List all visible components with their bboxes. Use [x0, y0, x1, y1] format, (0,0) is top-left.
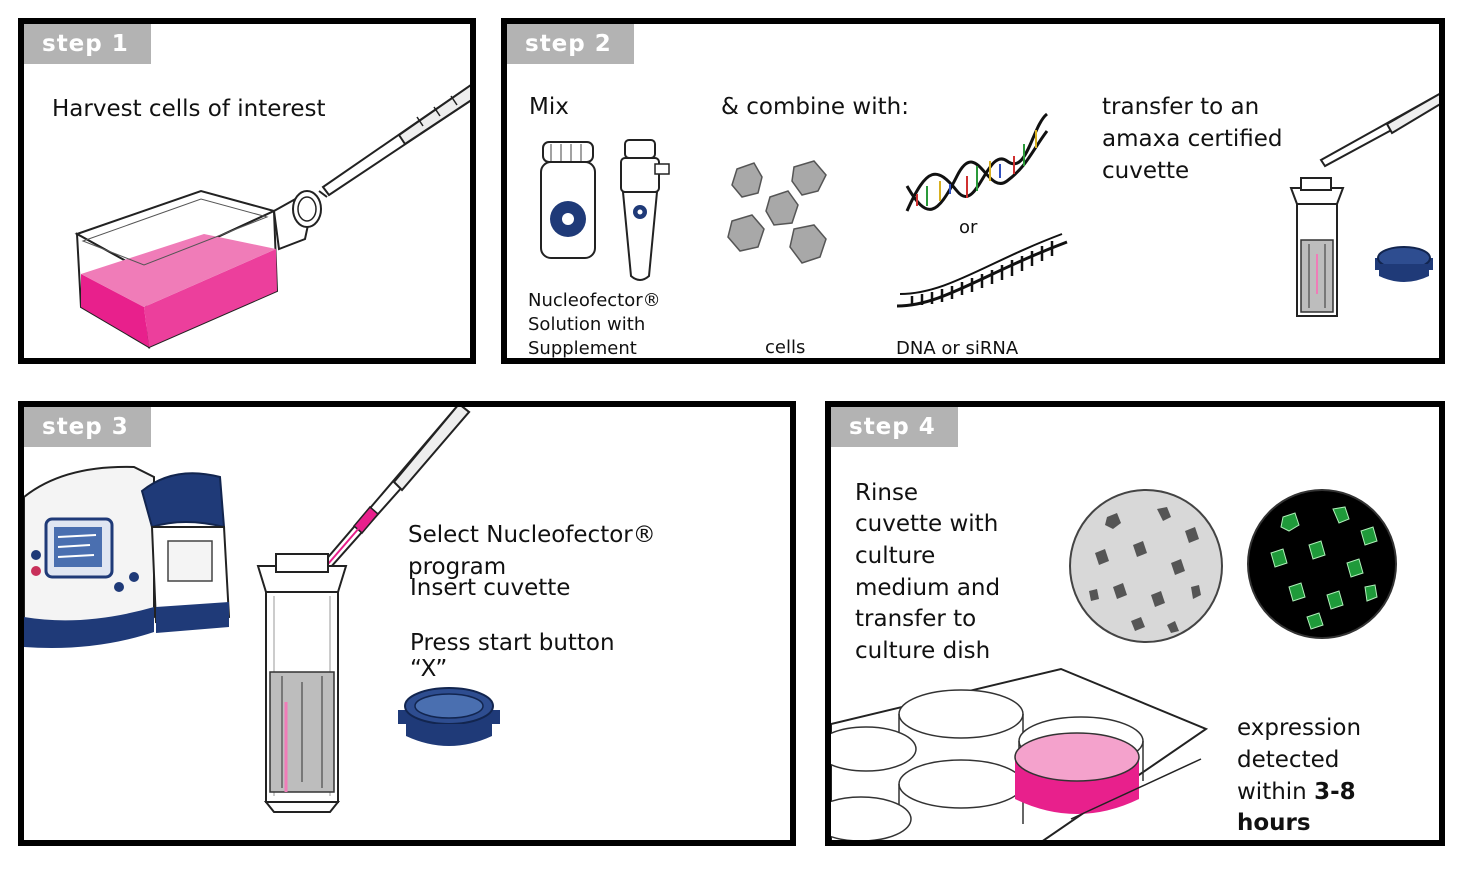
dna-caption: DNA or siRNA	[896, 338, 1019, 359]
step2-panel: step 2 Mix & combine with: Nucleofector®…	[501, 18, 1445, 364]
step2-label: step 2	[507, 24, 634, 64]
hours-text: hours	[1237, 810, 1311, 836]
rinse-line5: transfer to	[855, 606, 977, 632]
brightfield-cells-image	[1069, 489, 1223, 643]
step2-cuvette-illustration	[1289, 177, 1345, 317]
select-program-line2: program	[408, 554, 507, 580]
cells-caption: cells	[765, 337, 806, 358]
press-start-text: Press start button	[410, 630, 615, 656]
solution-caption-line1: Nucleofector®	[528, 290, 661, 311]
step4-label: step 4	[831, 407, 958, 447]
transfer-line3: cuvette	[1102, 158, 1190, 184]
rinse-line3: culture	[855, 543, 936, 569]
sirna-illustration	[896, 233, 1068, 308]
rinse-line1: Rinse	[855, 480, 919, 506]
or-text: or	[959, 217, 978, 238]
step1-text: Harvest cells of interest	[52, 96, 326, 122]
mix-text: Mix	[529, 94, 569, 120]
transfer-line2: amaxa certified	[1102, 126, 1283, 152]
pipette-illustration	[318, 84, 470, 198]
x-button-text: “X”	[410, 656, 448, 682]
step3-label: step 3	[24, 407, 151, 447]
culture-dish-plate-illustration	[831, 667, 1209, 840]
dna-helix-illustration	[905, 112, 1049, 212]
solution-vials-illustration	[540, 139, 670, 281]
expression-line2: detected	[1237, 747, 1340, 773]
solution-caption-line2: Solution with	[528, 314, 646, 335]
expression-line4: hours	[1237, 807, 1311, 839]
within-text: within	[1237, 779, 1315, 805]
insert-cuvette-text: Insert cuvette	[410, 575, 571, 601]
nucleofector-device-illustration	[24, 465, 231, 648]
rinse-line4: medium and	[855, 575, 1001, 601]
select-program-line1: Select Nucleofector®	[408, 522, 656, 548]
step2-cap-illustration	[1375, 246, 1433, 282]
combine-text: & combine with:	[721, 94, 909, 120]
rinse-line6: culture dish	[855, 638, 991, 664]
culture-flask-illustration	[74, 189, 322, 349]
transfer-line1: transfer to an	[1102, 94, 1260, 120]
expression-line3: within 3-8	[1237, 776, 1356, 808]
start-button-cap-illustration	[398, 687, 500, 746]
step3-cuvette-illustration	[256, 553, 348, 813]
step2-pipette-illustration	[1319, 93, 1439, 168]
expression-line1: expression	[1237, 715, 1362, 741]
step1-panel: step 1 Harvest cells of interest	[18, 18, 476, 364]
cells-illustration	[727, 160, 827, 264]
step4-panel: step 4 Rinse cuvette with culture medium…	[825, 401, 1445, 846]
hours-range-text: 3-8	[1314, 779, 1356, 805]
step3-panel: step 3 Select Nucleofector® program I	[18, 401, 796, 846]
solution-caption-line3: Supplement	[528, 338, 637, 359]
rinse-line2: cuvette with	[855, 511, 999, 537]
step1-label: step 1	[24, 24, 151, 64]
fluorescence-cells-image	[1247, 489, 1397, 639]
